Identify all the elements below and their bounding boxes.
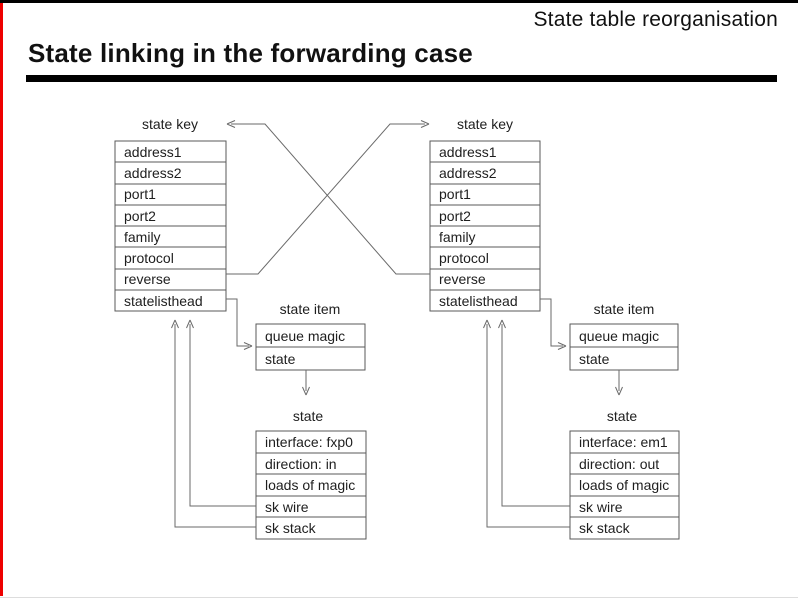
left-state-row-interface: interface: fxp0: [265, 434, 353, 450]
left-key-row-port1: port1: [124, 186, 156, 202]
right-state-key-label: state key: [457, 116, 513, 132]
left-accent-border: [0, 0, 3, 596]
right-item-row-queue-magic: queue magic: [579, 328, 659, 344]
right-state-table: state interface: em1 direction: out load…: [569, 408, 680, 540]
right-state-row-sk-wire: sk wire: [579, 499, 623, 515]
arrow-left-statelisthead-to-item: [226, 298, 253, 350]
arrow-left-sk-wire-to-key: [186, 319, 256, 507]
arrow-left-reverse-to-right-key: [226, 120, 430, 275]
arrow-left-sk-stack-to-key: [171, 319, 256, 528]
slide-header: State table reorganisation: [533, 8, 778, 31]
right-state-box: [569, 430, 680, 540]
left-state-box: [255, 430, 367, 540]
left-key-row-reverse: reverse: [124, 271, 171, 287]
right-item-row-state: state: [579, 351, 610, 367]
left-state-key-table: state key address1 address2 port1 port2 …: [114, 116, 227, 312]
page-title: State linking in the forwarding case: [28, 38, 473, 68]
left-state-table: state interface: fxp0 direction: in load…: [255, 408, 367, 540]
left-state-item-table: state item queue magic state: [255, 301, 366, 371]
right-key-row-protocol: protocol: [439, 250, 489, 266]
right-key-row-reverse: reverse: [439, 271, 486, 287]
arrow-right-sk-stack-to-key: [483, 319, 570, 528]
arrow-right-sk-wire-to-key: [498, 319, 570, 507]
left-key-row-port2: port2: [124, 208, 156, 224]
left-state-row-direction: direction: in: [265, 456, 337, 472]
title-rule: [26, 75, 777, 82]
right-key-row-port1: port1: [439, 186, 471, 202]
left-state-key-label: state key: [142, 116, 198, 132]
left-item-row-state: state: [265, 351, 296, 367]
right-state-item-table: state item queue magic state: [569, 301, 679, 371]
right-key-row-port2: port2: [439, 208, 471, 224]
right-state-item-label: state item: [594, 301, 655, 317]
left-state-key-separators: [115, 161, 226, 291]
left-state-row-loads-of-magic: loads of magic: [265, 477, 355, 493]
left-key-row-address1: address1: [124, 144, 182, 160]
right-key-row-family: family: [439, 229, 476, 245]
left-state-row-sk-stack: sk stack: [265, 520, 317, 536]
arrow-right-item-to-state: [615, 370, 623, 396]
right-state-key-table: state key address1 address2 port1 port2 …: [429, 116, 541, 312]
left-item-row-queue-magic: queue magic: [265, 328, 345, 344]
arrow-left-item-to-state: [302, 370, 310, 396]
right-state-row-loads-of-magic: loads of magic: [579, 477, 669, 493]
right-state-row-sk-stack: sk stack: [579, 520, 631, 536]
right-state-key-separators: [430, 161, 540, 291]
right-state-separators: [570, 452, 679, 518]
arrow-right-reverse-to-left-key: [226, 120, 430, 275]
left-state-label: state: [293, 408, 324, 424]
left-key-row-family: family: [124, 229, 161, 245]
right-key-row-statelisthead: statelisthead: [439, 293, 518, 309]
left-key-row-address2: address2: [124, 165, 182, 181]
arrow-right-statelisthead-to-item: [540, 298, 567, 350]
right-state-row-direction: direction: out: [579, 456, 659, 472]
right-state-label: state: [607, 408, 638, 424]
right-state-row-interface: interface: em1: [579, 434, 668, 450]
left-key-row-statelisthead: statelisthead: [124, 293, 203, 309]
top-border: [0, 0, 798, 3]
right-key-row-address1: address1: [439, 144, 497, 160]
left-state-separators: [256, 452, 366, 518]
left-state-row-sk-wire: sk wire: [265, 499, 309, 515]
right-key-row-address2: address2: [439, 165, 497, 181]
left-state-item-label: state item: [280, 301, 341, 317]
left-key-row-protocol: protocol: [124, 250, 174, 266]
